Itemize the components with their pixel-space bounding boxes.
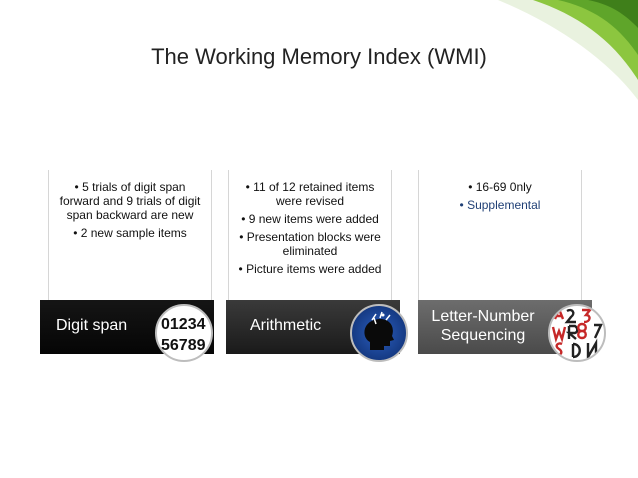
slide-title: The Working Memory Index (WMI) [151,44,487,69]
digits-icon: 01234 56789 [155,304,213,362]
bullet-item: Presentation blocks were eliminated [235,230,385,258]
bullet-item: 9 new items were added [235,212,385,226]
bullet-item: 5 trials of digit span forward and 9 tri… [55,180,205,222]
arithmetic-card: 11 of 12 retained items were revised 9 n… [228,170,392,300]
label-line-1: Letter-Number [431,308,535,325]
head-thinking-icon [350,304,408,362]
arithmetic-bullets: 11 of 12 retained items were revised 9 n… [229,170,391,276]
digits-row2: 56789 [161,337,206,354]
bullet-item: 16-69 0nly [425,180,575,194]
bullet-item: 2 new sample items [55,226,205,240]
letters-numbers-icon [548,304,606,362]
digit-span-card: 5 trials of digit span forward and 9 tri… [48,170,212,300]
letter-number-bullets: 16-69 0nly Supplemental [419,170,581,212]
bullet-item: Supplemental [425,198,575,212]
letter-number-label: Letter-Number Sequencing [428,307,538,345]
bullet-item: Picture items were added [235,262,385,276]
corner-decoration [498,0,638,100]
label-line-2: Sequencing [440,327,526,344]
digits-row1: 01234 [161,316,206,333]
digit-span-bullets: 5 trials of digit span forward and 9 tri… [49,170,211,240]
arithmetic-label: Arithmetic [250,317,322,334]
digit-span-label: Digit span [56,317,128,334]
bullet-item: 11 of 12 retained items were revised [235,180,385,208]
letter-number-card: 16-69 0nly Supplemental [418,170,582,300]
